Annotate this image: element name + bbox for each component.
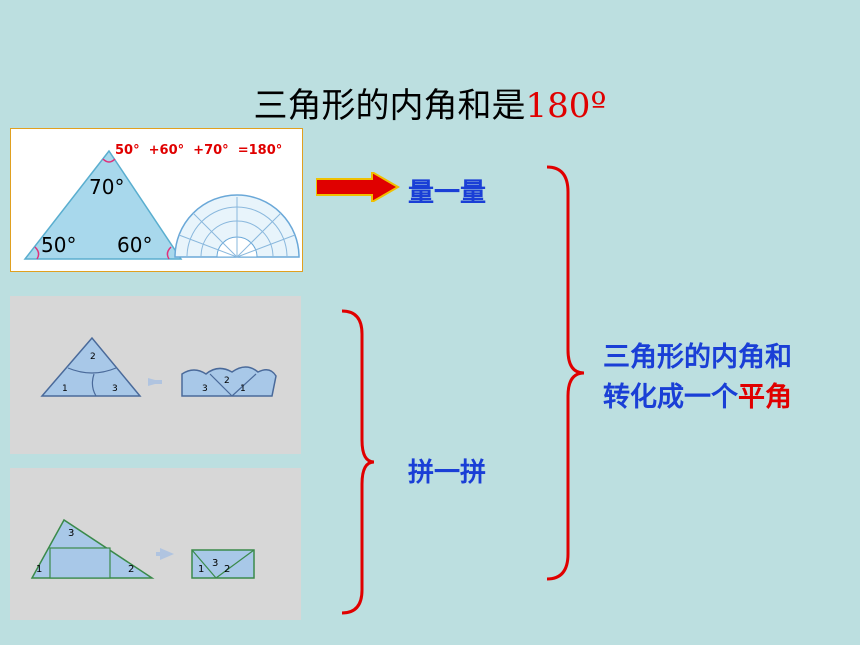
piece-panel-bottom: 3 1 2 1 3 2 [10, 468, 301, 620]
protractor-icon [174, 194, 300, 258]
title-value: 180º [525, 86, 607, 126]
piece-label: 1 [198, 564, 205, 575]
piece-label: 3 [68, 528, 75, 539]
angle-arc-top [102, 158, 116, 163]
piece-label: 3 [112, 384, 118, 394]
piece-label: 1 [36, 564, 43, 575]
large-brace-icon [546, 165, 585, 581]
piece-label: 2 [90, 352, 96, 362]
summary-highlight: 平角 [738, 382, 792, 413]
angle-label-top: 70° [89, 175, 125, 199]
piece-label: 2 [224, 564, 231, 575]
piece-label: 3 [212, 558, 219, 569]
summary-line-2-prefix: 转化成一个 [603, 382, 738, 413]
summary-text: 三角形的内角和 转化成一个平角 [603, 338, 792, 418]
small-brace-icon [341, 309, 375, 615]
measure-panel: 50° +60° +70° =180° 70° 50° 60° [10, 128, 303, 272]
piece-panel-top: 2 1 3 3 2 1 [10, 296, 301, 454]
measure-equation: 50° +60° +70° =180° [115, 143, 283, 158]
slide-title: 三角形的内角和是180º [0, 78, 860, 127]
piece-illustration-top [40, 336, 277, 397]
piece-label: 1 [240, 384, 246, 394]
title-text: 三角形的内角和是 [253, 86, 526, 126]
method-piece-label: 拼一拼 [408, 458, 487, 488]
angle-label-left: 50° [41, 233, 77, 257]
measure-illustration [23, 149, 300, 260]
angle-label-right: 60° [117, 233, 153, 257]
piece-label: 1 [62, 384, 68, 394]
method-measure-label: 量一量 [408, 178, 487, 208]
angle-arc-left [34, 246, 40, 260]
piece-label: 2 [128, 564, 135, 575]
measure-triangle [23, 149, 183, 260]
summary-line-2: 转化成一个平角 [603, 378, 792, 418]
red-arrow-icon [316, 172, 400, 202]
piece-label: 2 [224, 376, 230, 386]
summary-line-1: 三角形的内角和 [603, 342, 792, 373]
piece-illustration-bottom [30, 518, 255, 579]
piece-label: 3 [202, 384, 208, 394]
angle-arc-right [166, 246, 172, 260]
